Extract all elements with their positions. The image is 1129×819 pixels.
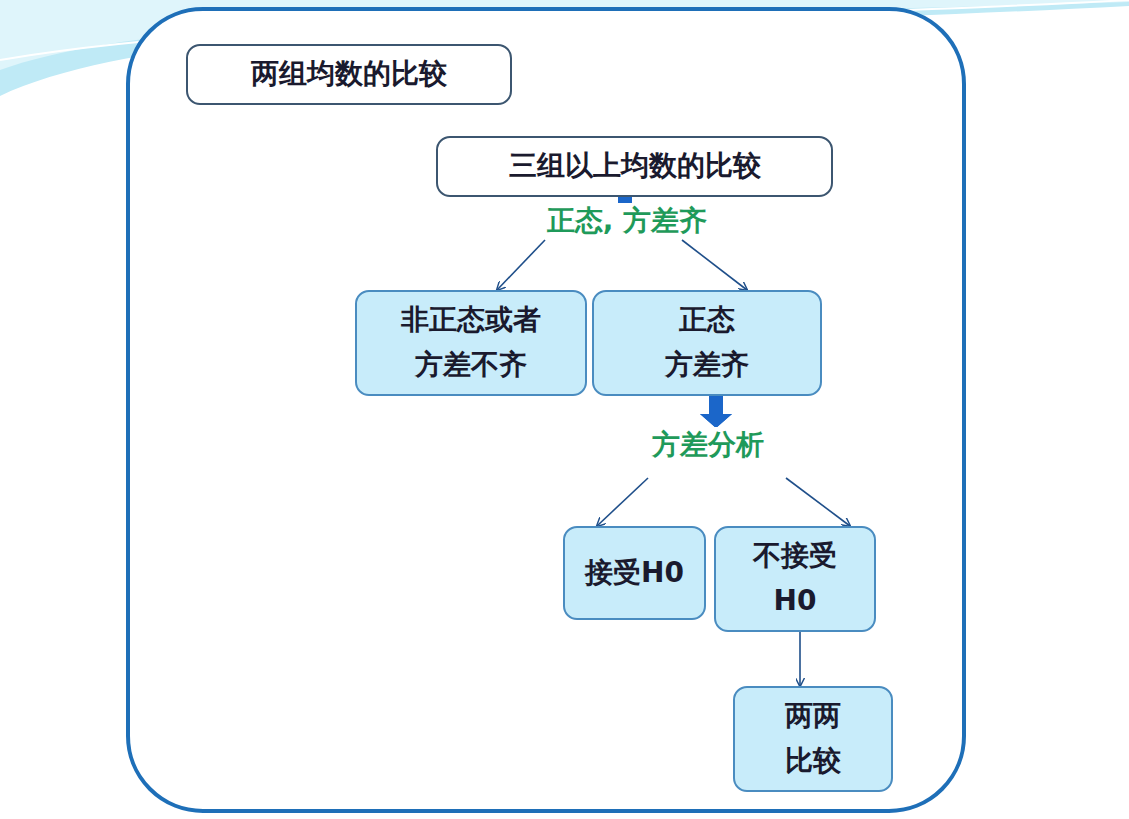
process-box: 三组以上均数的比较 xyxy=(436,136,833,197)
result-box: 接受H0 xyxy=(563,526,706,620)
condition-box: 非正态或者 方差不齐 xyxy=(355,290,587,396)
connector-line xyxy=(682,240,747,290)
connector-line xyxy=(597,478,648,526)
result-box: 不接受 H0 xyxy=(714,526,876,632)
block-arrow xyxy=(700,396,732,428)
connector-line xyxy=(799,632,801,686)
connector xyxy=(800,632,801,686)
node-text: 三组以上均数的比较 xyxy=(509,144,761,189)
node-text: 非正态或者 方差不齐 xyxy=(401,298,541,388)
connector-line xyxy=(497,240,545,290)
connector-line xyxy=(786,478,850,526)
result-box: 两两 比较 xyxy=(733,686,893,792)
title-box: 两组均数的比较 xyxy=(186,44,512,105)
condition-box: 正态 方差齐 xyxy=(592,290,822,396)
node-text: 两两 比较 xyxy=(785,694,841,784)
node-text: 接受H0 xyxy=(585,551,684,596)
node-text: 正态 方差齐 xyxy=(665,298,749,388)
block-arrow xyxy=(700,396,732,428)
slide-frame xyxy=(128,9,964,811)
branch-label: 正态, 方差齐 xyxy=(543,203,711,239)
branch-label: 方差分析 xyxy=(648,427,768,463)
node-text: 两组均数的比较 xyxy=(251,52,447,97)
node-text: 不接受 H0 xyxy=(753,534,837,624)
